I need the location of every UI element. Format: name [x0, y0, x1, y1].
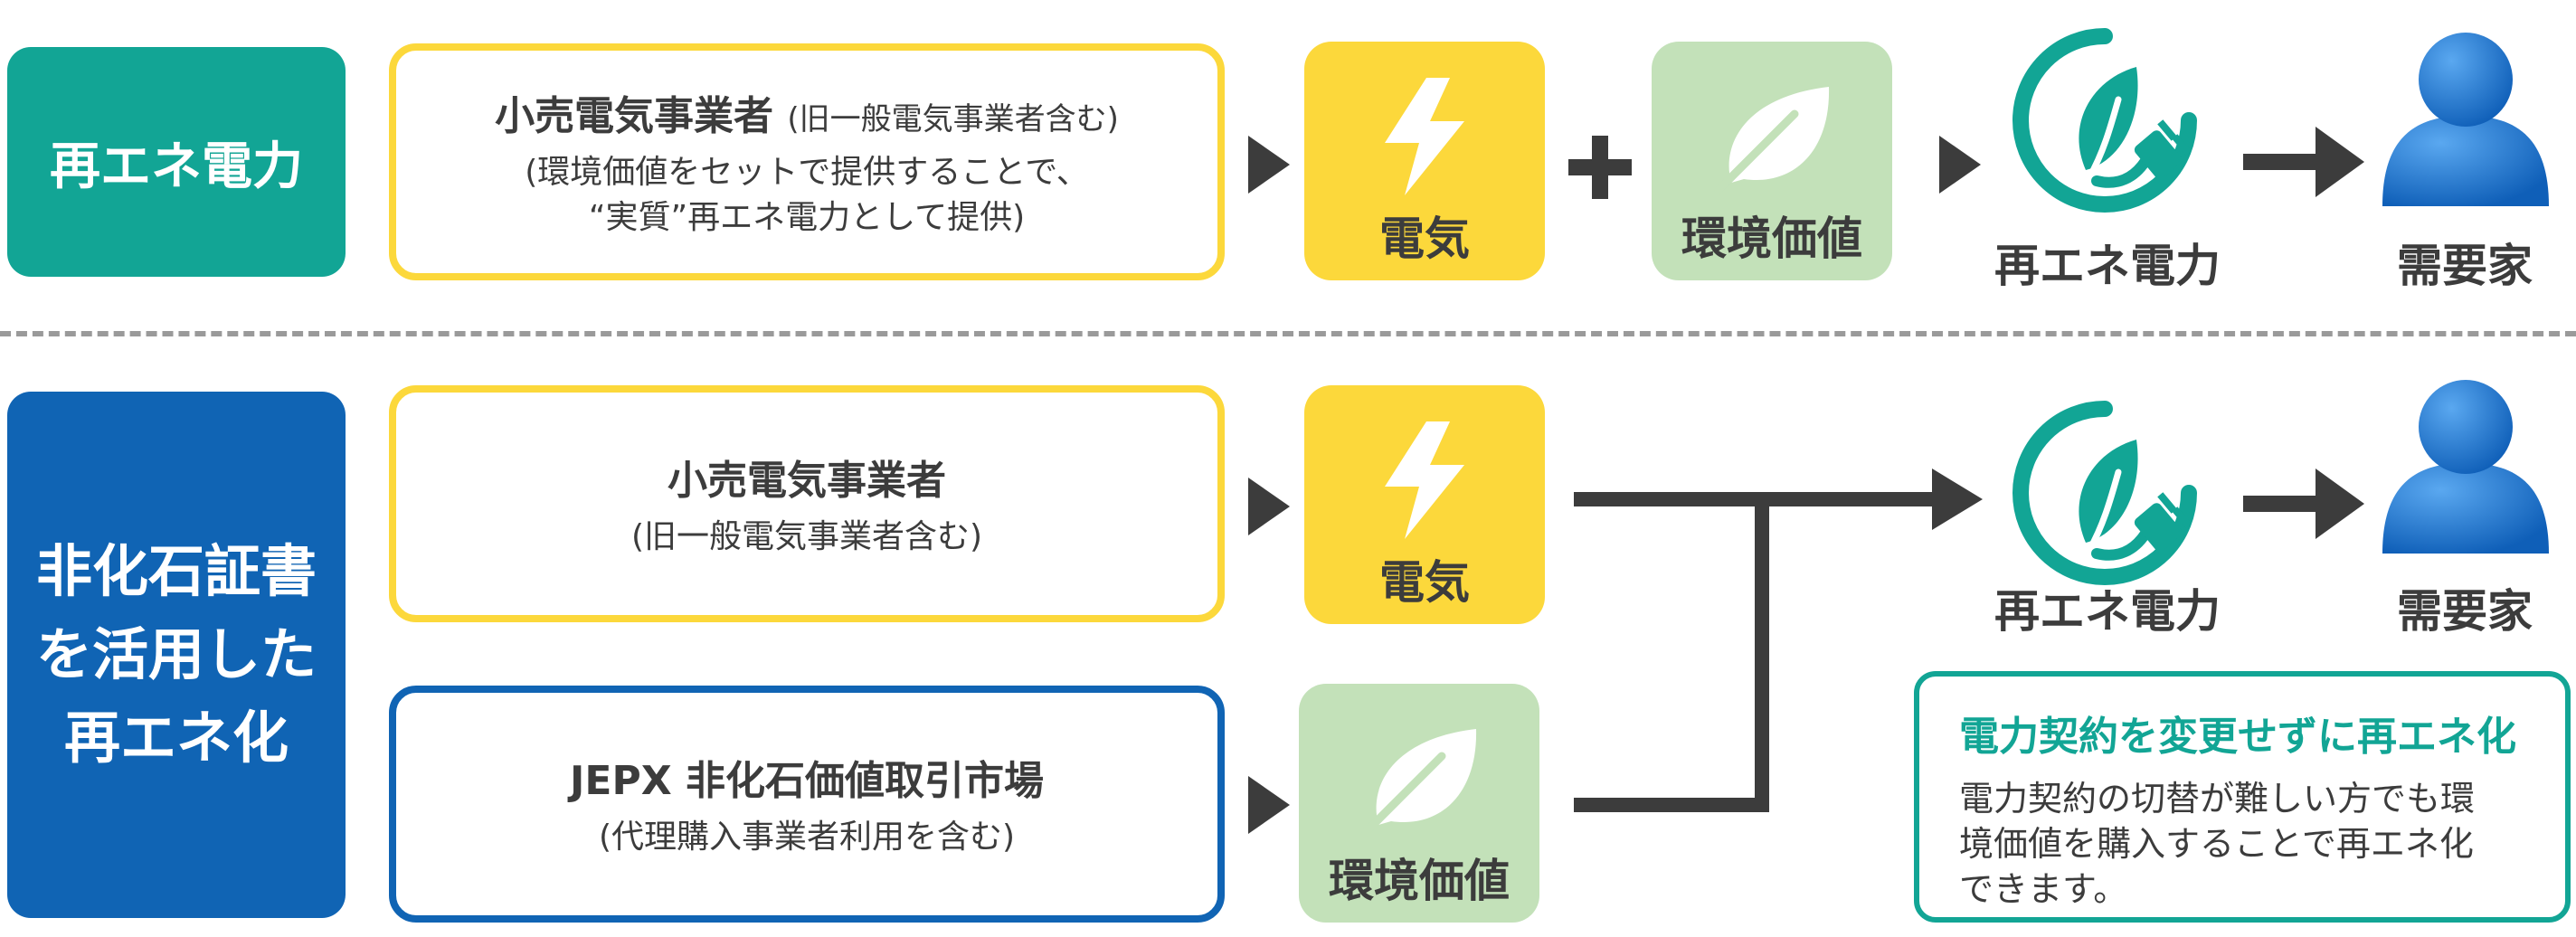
note-line1: 電力契約の切替が難しい方でも環 — [1959, 779, 2476, 819]
electricity-tile-top: 電気 — [1304, 42, 1545, 280]
arrow-icon — [1248, 478, 1290, 535]
env-value-label: 環境価値 — [1681, 213, 1862, 265]
arrow-icon — [2243, 127, 2364, 197]
retail-provider-box-top: 小売電気事業者 (旧一般電気事業者含む) (環境価値をセットで提供することで、 … — [389, 43, 1225, 280]
consumer-caption-top: 需要家 — [2397, 240, 2533, 292]
arrow-icon — [1248, 136, 1290, 194]
provider-title: 小売電気事業者 — [495, 93, 774, 139]
lightning-icon — [1385, 78, 1464, 195]
plus-icon — [1568, 136, 1632, 199]
provider-sub: (旧一般電気事業者含む) — [630, 518, 983, 555]
arrow-icon — [1248, 776, 1290, 834]
provider-sub-line1: (環境価値をセットで提供することで、 — [525, 154, 1089, 191]
info-note-box: 電力契約を変更せずに再エネ化 電力契約の切替が難しい方でも環 境価値を購入するこ… — [1914, 671, 2571, 923]
leaf-icon — [1714, 87, 1830, 194]
note-title: 電力契約を変更せずに再エネ化 — [1959, 714, 2516, 760]
label-renewable-power: 再エネ電力 — [7, 47, 346, 277]
consumer-caption-bottom: 需要家 — [2397, 585, 2533, 638]
renewable-caption-bottom: 再エネ電力 — [1994, 585, 2221, 638]
note-line2: 境価値を購入することで再エネ化 — [1959, 824, 2474, 864]
section-divider — [0, 331, 2576, 336]
env-value-label: 環境価値 — [1329, 855, 1510, 907]
renewable-plug-icon — [2012, 401, 2197, 585]
jepx-title: JEPX 非化石価値取引市場 — [570, 758, 1044, 804]
env-value-tile-top: 環境価値 — [1652, 42, 1892, 280]
arrow-icon — [2243, 468, 2364, 539]
jepx-sub: (代理購入事業者利用を含む) — [598, 819, 1016, 856]
provider-title-note: (旧一般電気事業者含む) — [787, 101, 1119, 137]
label-non-fossil-certificate: 非化石証書 を活用した 再エネ化 — [7, 392, 346, 918]
electricity-tile-bottom: 電気 — [1304, 385, 1545, 624]
note-line3: できます。 — [1959, 869, 2128, 909]
person-icon — [2382, 380, 2549, 554]
merge-connector — [1574, 468, 1983, 812]
provider-title: 小売電気事業者 — [668, 458, 946, 504]
env-value-tile-bottom: 環境価値 — [1299, 684, 1539, 923]
jepx-market-box: JEPX 非化石価値取引市場 (代理購入事業者利用を含む) — [389, 686, 1225, 923]
leaf-icon — [1361, 729, 1477, 837]
person-icon — [2382, 33, 2549, 206]
electricity-label: 電気 — [1379, 213, 1470, 265]
provider-sub-line2: “実質”再エネ電力として提供) — [588, 199, 1026, 236]
electricity-label: 電気 — [1379, 556, 1470, 609]
renewable-plug-icon — [2012, 28, 2197, 213]
renewable-caption-top: 再エネ電力 — [1994, 240, 2221, 292]
arrow-icon — [1939, 136, 1981, 194]
lightning-icon — [1385, 421, 1464, 539]
retail-provider-box-bottom: 小売電気事業者 (旧一般電気事業者含む) — [389, 385, 1225, 622]
